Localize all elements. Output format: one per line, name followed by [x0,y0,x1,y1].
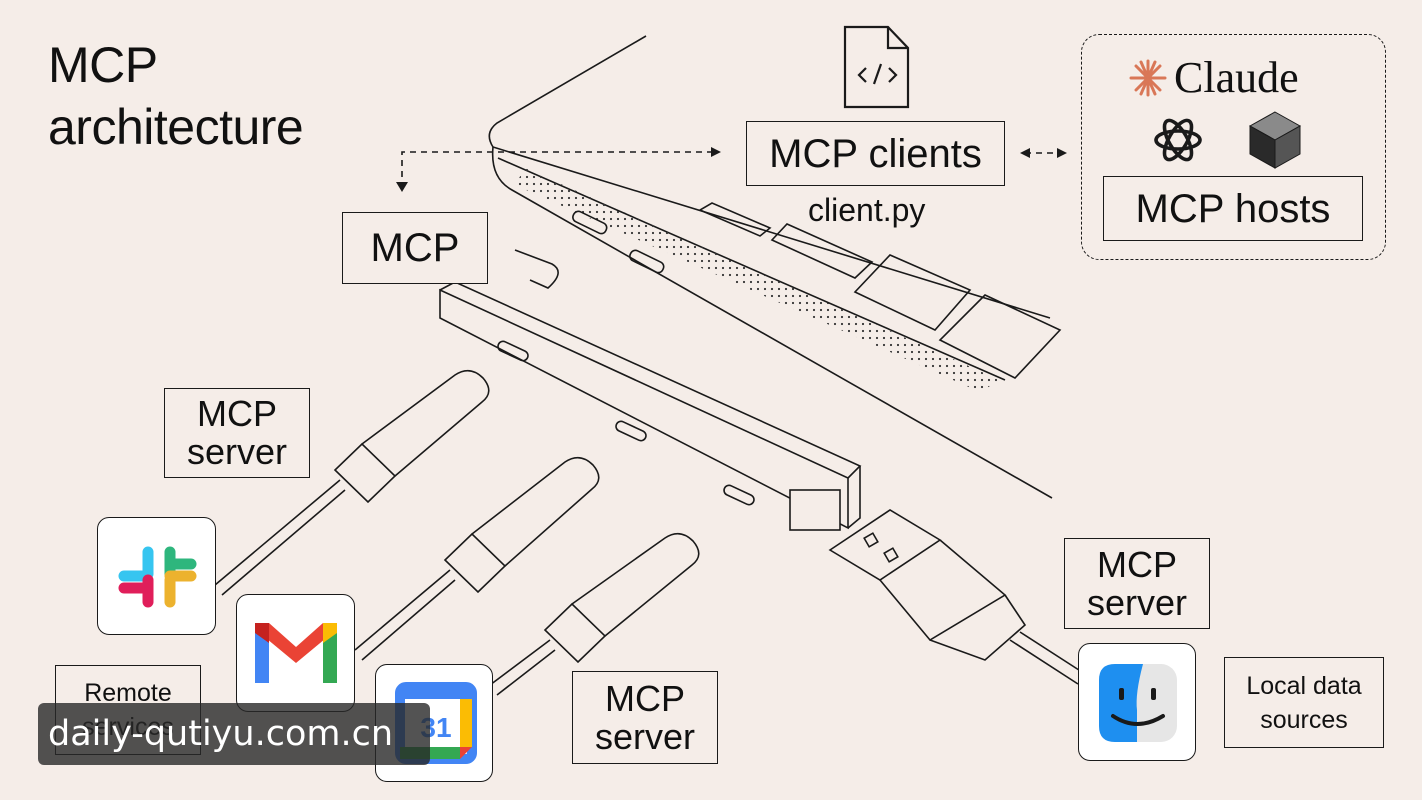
mcp-server-box-right: MCP server [1064,538,1210,629]
usb-a-plug [828,509,1083,685]
server-left-line-2: server [186,431,288,472]
title-line-1: MCP [48,37,158,93]
mcp-hosts-label: MCP hosts [1135,186,1331,231]
gmail-icon [255,623,337,683]
openai-logo-icon [1154,118,1202,162]
mcp-server-box-bottom: MCP server [572,671,718,764]
server-right-line-1: MCP [1097,543,1177,585]
local-data-line-2: sources [1260,705,1348,734]
mcp-hosts-group [1081,34,1386,260]
usb-c-cable-gmail [354,456,600,661]
client-file-label: client.py [808,192,926,228]
title-line-2: architecture [48,99,304,155]
laptop-illustration [488,35,1062,499]
slack-tile [97,517,216,635]
usb-c-cable-calendar [489,532,700,696]
mcp-clients-box: MCP clients [746,121,1005,186]
code-file-icon [843,25,910,109]
prism-logo-icon [1248,111,1302,169]
mcp-hosts-box: MCP hosts [1103,176,1363,241]
dashed-connectors [401,151,1060,188]
server-right-line-2: server [1086,581,1188,623]
claude-label: Claude [1174,53,1299,102]
mcp-box: MCP [342,212,488,284]
server-bottom-line-2: server [594,715,696,757]
usb-c-cable-slack [214,369,490,596]
remote-services-line-1: Remote [84,679,172,707]
watermark-banner: daily-qutiyu.com.cn [38,703,430,765]
claude-logo: Claude [1128,52,1299,103]
local-data-line-1: Local data [1246,671,1362,700]
usb-hub-illustration [439,249,862,531]
slack-icon [118,546,197,608]
gmail-tile [236,594,355,712]
connector-arrowheads [396,147,1067,192]
server-bottom-line-1: MCP [605,677,685,719]
claude-starburst-icon [1129,59,1167,96]
finder-icon [1099,664,1177,742]
local-data-sources-box: Local data sources [1224,657,1384,748]
page-title: MCP architecture [48,34,304,158]
mcp-label: MCP [370,226,460,270]
mcp-server-box-left: MCP server [164,388,310,478]
finder-tile [1078,643,1196,761]
server-left-line-1: MCP [197,393,277,434]
mcp-clients-label: MCP clients [769,131,982,176]
